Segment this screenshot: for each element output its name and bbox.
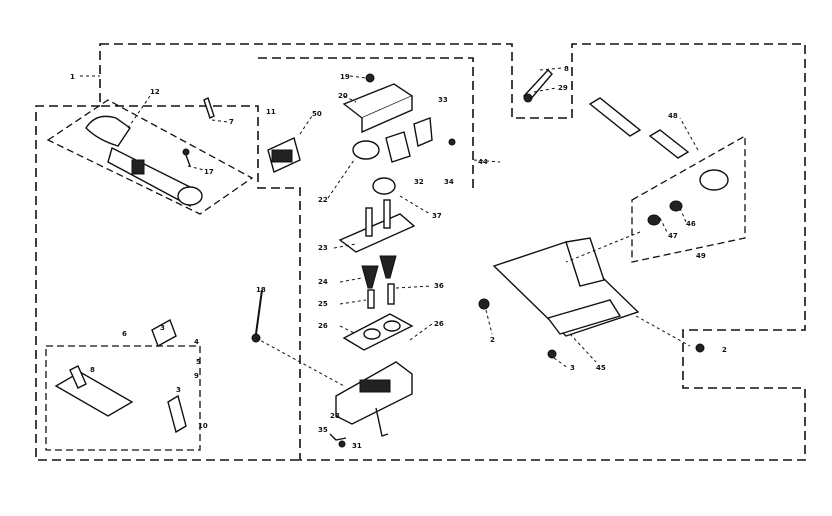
frame-part bbox=[492, 237, 640, 337]
top-plate-part bbox=[342, 73, 414, 134]
callout-labels: 1 12 7 17 19 20 11 50 33 34 32 22 37 23 … bbox=[70, 65, 727, 450]
arm-part bbox=[522, 68, 553, 103]
callout-48: 48 bbox=[668, 112, 678, 120]
fastener-parts bbox=[478, 298, 705, 359]
assembly-boundary bbox=[99, 43, 806, 461]
subassembly-12-box bbox=[46, 99, 254, 215]
callout-46: 46 bbox=[686, 220, 696, 228]
callout-5: 5 bbox=[196, 358, 201, 366]
callout-23: 23 bbox=[318, 244, 328, 252]
mount-plate-part bbox=[338, 199, 416, 253]
callout-25: 25 bbox=[318, 300, 328, 308]
callout-31: 31 bbox=[352, 442, 362, 450]
callout-3-inset-b: 3 bbox=[176, 386, 181, 394]
spring-parts bbox=[361, 255, 397, 289]
callout-8-top: 8 bbox=[564, 65, 569, 73]
left-boundary bbox=[35, 105, 300, 461]
leader-lines bbox=[80, 67, 699, 387]
bracket-part bbox=[267, 137, 301, 173]
callout-11: 11 bbox=[266, 108, 276, 116]
callout-2-left: 2 bbox=[490, 336, 495, 344]
callout-19: 19 bbox=[340, 73, 350, 81]
callout-49: 49 bbox=[696, 252, 706, 260]
callout-26-left: 26 bbox=[318, 322, 328, 330]
callout-1: 1 bbox=[70, 73, 75, 81]
callout-12: 12 bbox=[150, 88, 160, 96]
drive-shaft-part bbox=[588, 97, 690, 159]
subassembly-49-box bbox=[631, 134, 746, 263]
screw-part bbox=[182, 148, 191, 167]
callout-24: 24 bbox=[318, 278, 328, 286]
inset-assembly-part bbox=[54, 318, 187, 434]
knob-part bbox=[647, 169, 729, 226]
pin-pair-parts bbox=[367, 283, 395, 309]
callout-3-inset-a: 3 bbox=[160, 324, 165, 332]
callout-2-right: 2 bbox=[722, 346, 727, 354]
base-housing-part bbox=[335, 361, 413, 437]
callout-35: 35 bbox=[318, 426, 328, 434]
subassembly-44-box bbox=[258, 57, 474, 188]
shaft-assembly-part bbox=[85, 115, 203, 207]
lower-plate-part bbox=[342, 313, 414, 351]
callout-47: 47 bbox=[668, 232, 678, 240]
callout-33: 33 bbox=[438, 96, 448, 104]
pin-part bbox=[203, 97, 215, 119]
callout-4: 4 bbox=[194, 338, 199, 346]
bushing-part bbox=[352, 131, 411, 195]
inset-box bbox=[45, 345, 201, 451]
callout-50: 50 bbox=[312, 110, 322, 118]
callout-20: 20 bbox=[338, 92, 348, 100]
callout-44: 44 bbox=[478, 158, 488, 166]
callout-34: 34 bbox=[444, 178, 454, 186]
callout-3: 3 bbox=[570, 364, 575, 372]
rod-part bbox=[251, 289, 263, 343]
callout-37: 37 bbox=[432, 212, 442, 220]
callout-10: 10 bbox=[198, 422, 208, 430]
callout-6: 6 bbox=[122, 330, 127, 338]
callout-8: 8 bbox=[90, 366, 95, 374]
callout-22: 22 bbox=[318, 196, 328, 204]
callout-29: 29 bbox=[558, 84, 568, 92]
callout-36: 36 bbox=[434, 282, 444, 290]
callout-17: 17 bbox=[204, 168, 214, 176]
callout-32: 32 bbox=[414, 178, 424, 186]
clip-part bbox=[413, 117, 456, 147]
callout-26-right: 26 bbox=[434, 320, 444, 328]
callout-28: 28 bbox=[330, 412, 340, 420]
callout-7: 7 bbox=[229, 118, 234, 126]
callout-45: 45 bbox=[596, 364, 606, 372]
callout-9: 9 bbox=[194, 372, 199, 380]
bottom-screw-parts bbox=[329, 433, 347, 448]
callout-18: 18 bbox=[256, 286, 266, 294]
